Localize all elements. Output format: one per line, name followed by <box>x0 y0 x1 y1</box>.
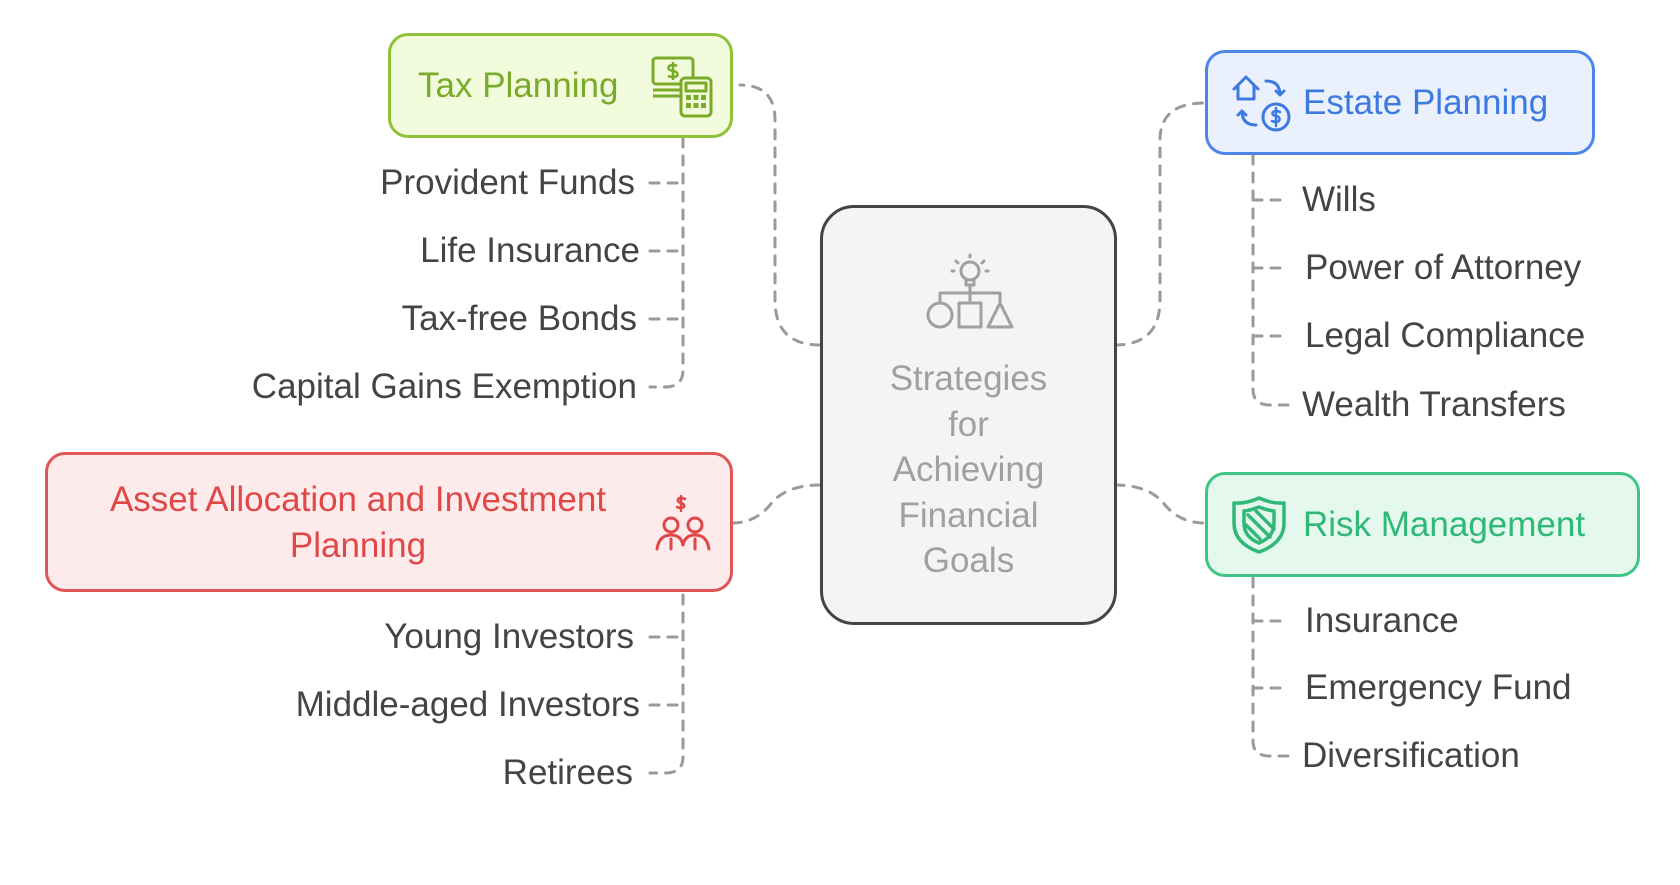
connector-center-tax <box>738 83 822 347</box>
center-label-line: Financial <box>898 495 1039 535</box>
risk-item-insurance: Insurance <box>1305 601 1459 640</box>
estate-item-legal-compliance: Legal Compliance <box>1305 316 1586 355</box>
house-money-transfer-icon <box>1232 75 1291 132</box>
estate-planning-node[interactable]: Estate Planning <box>1205 50 1595 155</box>
connector-center-asset <box>730 483 822 525</box>
tax-item-capital-gains-exemption: Capital Gains Exemption <box>251 367 637 406</box>
risk-item-diversification: Diversification <box>1302 736 1520 775</box>
tax-item-provident-funds: Provident Funds <box>380 163 635 202</box>
asset-item-middle-aged-investors: Middle-aged Investors <box>295 685 640 724</box>
estate-item-wills: Wills <box>1302 180 1376 219</box>
investors-money-icon <box>655 495 711 551</box>
center-label: Strategies for Achieving Financial Goals <box>823 356 1114 584</box>
connector-center-estate <box>1113 101 1207 347</box>
risk-management-title: Risk Management <box>1303 505 1586 544</box>
asset-item-retirees: Retirees <box>502 753 633 792</box>
spine-estate <box>1251 153 1290 407</box>
estate-item-power-of-attorney: Power of Attorney <box>1305 248 1582 287</box>
tax-item-life-insurance: Life Insurance <box>420 231 640 270</box>
lightbulb-shapes-icon <box>926 253 1014 329</box>
center-node[interactable]: Strategies for Achieving Financial Goals <box>820 205 1117 625</box>
spine-asset <box>648 593 685 775</box>
center-label-line: Achieving <box>892 450 1045 489</box>
spine-risk <box>1251 576 1290 758</box>
shield-icon <box>1232 496 1286 554</box>
asset-item-young-investors: Young Investors <box>384 617 634 656</box>
tax-planning-node[interactable]: Tax Planning <box>388 33 733 138</box>
asset-allocation-node[interactable]: Asset Allocation and Investment Planning <box>45 452 733 592</box>
connector-center-risk <box>1113 483 1207 525</box>
asset-allocation-title: Asset Allocation and Investment Planning <box>68 477 648 569</box>
estate-planning-title: Estate Planning <box>1303 83 1549 122</box>
center-label-line: for <box>948 404 989 444</box>
asset-title-line: Planning <box>289 526 427 565</box>
risk-management-node[interactable]: Risk Management <box>1205 472 1640 577</box>
tax-item-tax-free-bonds: Tax-free Bonds <box>401 299 637 338</box>
asset-title-line: Asset Allocation and Investment <box>109 480 607 519</box>
estate-item-wealth-transfers: Wealth Transfers <box>1302 385 1566 424</box>
center-label-line: Goals <box>922 541 1015 580</box>
money-calculator-icon <box>651 56 713 118</box>
risk-item-emergency-fund: Emergency Fund <box>1305 668 1572 707</box>
tax-planning-title: Tax Planning <box>418 66 619 105</box>
center-label-line: Strategies <box>889 359 1048 398</box>
spine-tax <box>648 136 685 389</box>
